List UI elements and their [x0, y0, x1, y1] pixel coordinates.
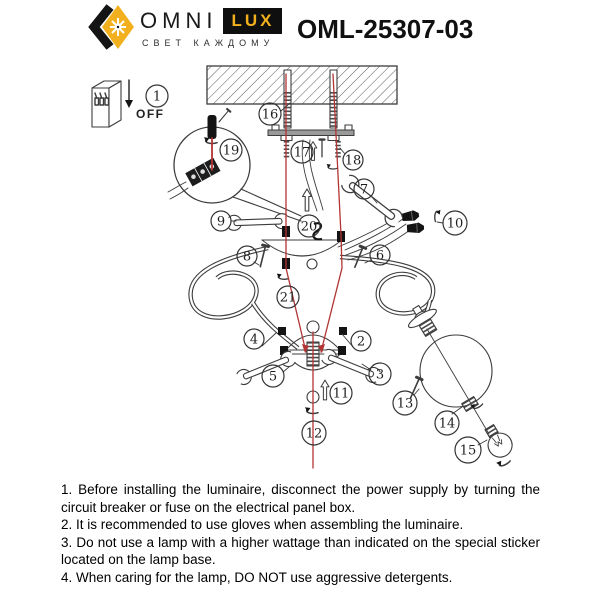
callout-7: 7	[353, 178, 375, 200]
safety-instructions: 1. Before installing the luminaire, disc…	[61, 481, 540, 587]
brand-word-lux: LUX	[223, 8, 283, 34]
brand-tagline: СВЕТ КАЖДОМУ	[142, 38, 275, 48]
callout-9: 9	[210, 210, 232, 232]
callout-numbers: 1 16 19 17 18 7 9 20 10 8 6 21 4 2 5 3 11 13 14 12 15	[145, 84, 482, 464]
callout-17: 17	[290, 140, 314, 164]
svg-text:16: 16	[262, 108, 279, 123]
brand-mark-icon	[88, 4, 134, 50]
ceiling-canopy	[261, 222, 343, 270]
lamp-socket	[407, 304, 438, 337]
svg-text:6: 6	[376, 249, 384, 264]
model-number: OML-25307-03	[297, 14, 474, 44]
callout-14: 14	[434, 410, 460, 436]
svg-text:14: 14	[439, 417, 456, 432]
svg-text:8: 8	[243, 250, 251, 265]
svg-text:9: 9	[217, 215, 225, 230]
svg-text:18: 18	[345, 154, 362, 169]
callout-13: 13	[392, 390, 418, 416]
callout-2: 2	[350, 330, 372, 352]
instruction-2: 2. It is recommended to use gloves when …	[61, 517, 464, 533]
callout-6: 6	[369, 244, 391, 266]
terminal-block	[185, 157, 221, 187]
ceiling	[206, 65, 398, 105]
alignment-lines	[211, 73, 343, 469]
detail-balloon	[167, 107, 302, 222]
callout-5: 5	[261, 364, 285, 388]
screwdriver-icon	[207, 115, 217, 139]
callout-8: 8	[236, 245, 258, 267]
callout-18: 18	[342, 149, 364, 171]
instruction-1: 1. Before installing the luminaire, disc…	[61, 482, 540, 515]
svg-text:15: 15	[460, 444, 477, 459]
rotate-arrow-icon	[276, 272, 290, 280]
wrench-icon	[339, 172, 405, 230]
svg-text:13: 13	[397, 397, 414, 412]
brand-text: OMNI LUX СВЕТ КАЖДОМУ	[140, 2, 283, 48]
svg-text:4: 4	[250, 333, 258, 348]
rotate-arrow-icon	[495, 455, 512, 470]
brand-word-omni: OMNI	[140, 8, 218, 33]
circuit-breaker-box-icon	[91, 79, 133, 128]
up-arrow-icon	[320, 379, 330, 401]
screw-icon	[216, 107, 232, 125]
svg-text:11: 11	[333, 387, 350, 402]
svg-text:3: 3	[376, 368, 384, 383]
svg-text:20: 20	[301, 220, 318, 235]
svg-text:17: 17	[294, 146, 311, 161]
glass-globe	[419, 328, 493, 435]
callout-16: 16	[258, 102, 282, 126]
screw-icon	[318, 138, 326, 159]
arm-left	[188, 245, 300, 350]
svg-text:7: 7	[360, 183, 368, 198]
callout-19: 19	[219, 138, 243, 162]
rotate-arrow-icon	[304, 406, 319, 415]
brand-logo: OMNI LUX СВЕТ КАЖДОМУ	[82, 2, 283, 52]
rotate-arrow-icon	[326, 163, 338, 170]
connector-wires	[337, 214, 411, 261]
callout-3: 3	[368, 362, 392, 386]
wire-connector-cap-icon	[406, 221, 425, 235]
svg-text:19: 19	[223, 144, 240, 159]
svg-text:21: 21	[280, 291, 297, 306]
svg-text:1: 1	[153, 90, 161, 105]
off-label: OFF	[136, 107, 165, 121]
callout-21: 21	[276, 285, 300, 309]
light-bulb-icon	[484, 424, 513, 458]
svg-text:10: 10	[447, 217, 464, 232]
svg-text:2: 2	[357, 335, 365, 350]
callout-11: 11	[329, 381, 353, 405]
callout-10: 10	[442, 210, 468, 236]
rotate-arrow-icon	[434, 209, 442, 223]
callout-1: 1	[145, 84, 169, 108]
instruction-3: 3. Do not use a lamp with a higher watta…	[61, 534, 540, 568]
svg-text:5: 5	[269, 370, 277, 385]
callout-4: 4	[243, 328, 265, 350]
ring-nut	[461, 395, 479, 413]
instruction-4: 4. When caring for the lamp, DO NOT use …	[61, 569, 453, 585]
callout-20: 20	[297, 214, 321, 238]
wire-connector-cap-icon	[400, 209, 421, 224]
svg-text:12: 12	[306, 427, 323, 442]
callout-12: 12	[301, 420, 327, 446]
callout-15: 15	[454, 436, 482, 464]
wrench-icon	[227, 212, 289, 232]
